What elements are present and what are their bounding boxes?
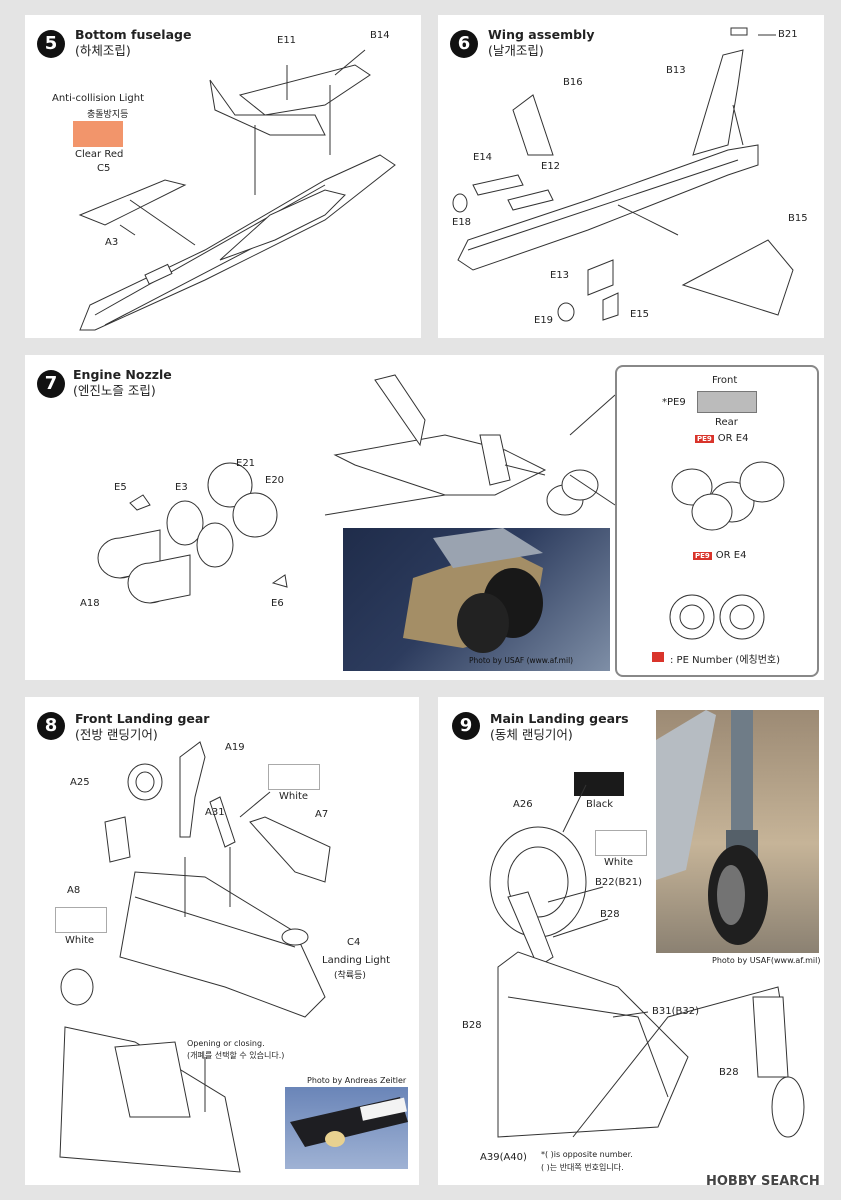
step7-nozzle-photo: Photo by USAF (www.af.mil) <box>343 528 610 671</box>
pe-legend-text: : PE Number (에칭번호) <box>670 655 781 666</box>
white-label-left: White <box>65 935 95 946</box>
step5-fuselage-drawing <box>78 49 396 331</box>
step9-number: 9 <box>452 712 480 740</box>
opposite-note-ko: ( )는 반대쪽 번호입니다. <box>541 1163 624 1172</box>
step5-title-en: Bottom fuselage <box>75 27 192 42</box>
step9-panel: 9 Main Landing gears (동체 랜딩기어) Black A26… <box>438 697 824 1185</box>
label-a25: A25 <box>70 777 90 788</box>
label-e19: E19 <box>534 315 554 326</box>
label-e3: E3 <box>175 482 188 493</box>
white-swatch-left <box>55 907 107 933</box>
label-e14: E14 <box>473 152 493 163</box>
label-e5: E5 <box>114 482 127 493</box>
step8-title-en: Front Landing gear <box>75 711 210 726</box>
label-b14: B14 <box>370 30 390 41</box>
step5-number: 5 <box>37 30 65 58</box>
step9-gear-photo <box>656 710 819 953</box>
label-c5: C5 <box>97 163 111 174</box>
step6-wing-drawing <box>452 27 794 322</box>
step6-title-en: Wing assembly <box>488 27 595 42</box>
step9-photo-credit: Photo by USAF(www.af.mil) <box>712 956 821 965</box>
landing-light-label-ko: (착륙등) <box>334 971 366 981</box>
label-b28-left: B28 <box>462 1020 482 1031</box>
step8-gear-drawing <box>59 741 331 1173</box>
inset-nozzle-drawings <box>669 461 785 640</box>
inset-rear-label: Rear <box>715 417 738 428</box>
clear-red-label: Clear Red <box>75 149 124 160</box>
label-b21: B21 <box>778 29 798 40</box>
opening-note: Opening or closing. <box>187 1039 265 1048</box>
step6-number: 6 <box>450 30 478 58</box>
label-a39: A39(A40) <box>480 1152 527 1163</box>
hobby-search-watermark: HOBBY SEARCH <box>706 1174 820 1189</box>
step8-number: 8 <box>37 712 65 740</box>
step7-nozzle-drawing <box>97 374 616 604</box>
pe-legend-swatch <box>652 652 664 662</box>
landing-light-label: Landing Light <box>322 955 390 966</box>
label-a7: A7 <box>315 809 329 820</box>
label-a8: A8 <box>67 885 81 896</box>
step7-panel: 7 Engine Nozzle (엔진노즐 조립) E5 E3 E21 E20 … <box>25 355 824 680</box>
step7-title-ko: (엔진노즐 조립) <box>73 383 156 398</box>
step8-title-ko: (전방 랜딩기어) <box>75 727 158 742</box>
opposite-note: *( )is opposite number. <box>541 1150 633 1159</box>
label-b13: B13 <box>666 65 686 76</box>
inset-pe-plate <box>697 391 757 413</box>
step9-title-ko: (동체 랜딩기어) <box>490 727 573 742</box>
label-a31: A31 <box>205 807 225 818</box>
label-a18: A18 <box>80 598 100 609</box>
label-e20: E20 <box>265 475 285 486</box>
label-a19: A19 <box>225 742 245 753</box>
label-a26: A26 <box>513 799 533 810</box>
label-c4: C4 <box>347 937 361 948</box>
step8-light-photo <box>285 1087 408 1169</box>
step6-title-ko: (날개조립) <box>488 43 544 58</box>
label-b28-top: B28 <box>600 909 620 920</box>
label-e15: E15 <box>630 309 650 320</box>
white-label-top: White <box>279 791 309 802</box>
label-a3: A3 <box>105 237 119 248</box>
step8-panel: 8 Front Landing gear (전방 랜딩기어) A19 A25 W… <box>25 697 419 1185</box>
label-b15: B15 <box>788 213 808 224</box>
label-b22: B22(B21) <box>595 877 642 888</box>
label-e6: E6 <box>271 598 284 609</box>
black-label: Black <box>586 799 614 810</box>
label-e21: E21 <box>236 458 256 469</box>
opening-note-ko: (개폐를 선택할 수 있습니다.) <box>187 1051 285 1060</box>
label-b28-right: B28 <box>719 1067 739 1078</box>
label-e12: E12 <box>541 161 561 172</box>
step8-photo-credit: Photo by Andreas Zeitler <box>307 1076 407 1085</box>
step7-number: 7 <box>37 370 65 398</box>
label-b16: B16 <box>563 77 583 88</box>
inset-front-label: Front <box>712 375 738 386</box>
white-swatch-top <box>268 764 320 790</box>
or-e4-bottom-text: OR E4 <box>715 550 747 561</box>
or-e4-top-text: OR E4 <box>717 433 749 444</box>
white-label: White <box>604 857 634 868</box>
pe-tag-top: PE9 <box>695 435 714 443</box>
step9-title-en: Main Landing gears <box>490 711 629 726</box>
anti-collision-label: Anti-collision Light <box>52 93 145 104</box>
step5-panel: 5 Bottom fuselage (하체조립) E11 B14 Anti-co… <box>25 15 421 338</box>
label-e13: E13 <box>550 270 570 281</box>
step9-gear-drawing <box>489 784 805 1138</box>
step5-title-ko: (하체조립) <box>75 43 131 58</box>
inset-pe9-part-label: *PE9 <box>662 397 686 408</box>
pe-tag-bottom: PE9 <box>693 552 712 560</box>
step7-photo-credit: Photo by USAF (www.af.mil) <box>469 656 574 665</box>
anti-collision-label-ko: 충돌방지등 <box>87 110 129 120</box>
white-swatch <box>595 830 647 856</box>
label-b31: B31(B32) <box>652 1006 699 1017</box>
label-e11: E11 <box>277 35 297 46</box>
label-e18: E18 <box>452 217 472 228</box>
step6-panel: 6 Wing assembly (날개조립) B21 B13 B16 E14 E… <box>438 15 824 338</box>
clear-red-swatch <box>73 121 123 147</box>
step7-title-en: Engine Nozzle <box>73 367 172 382</box>
